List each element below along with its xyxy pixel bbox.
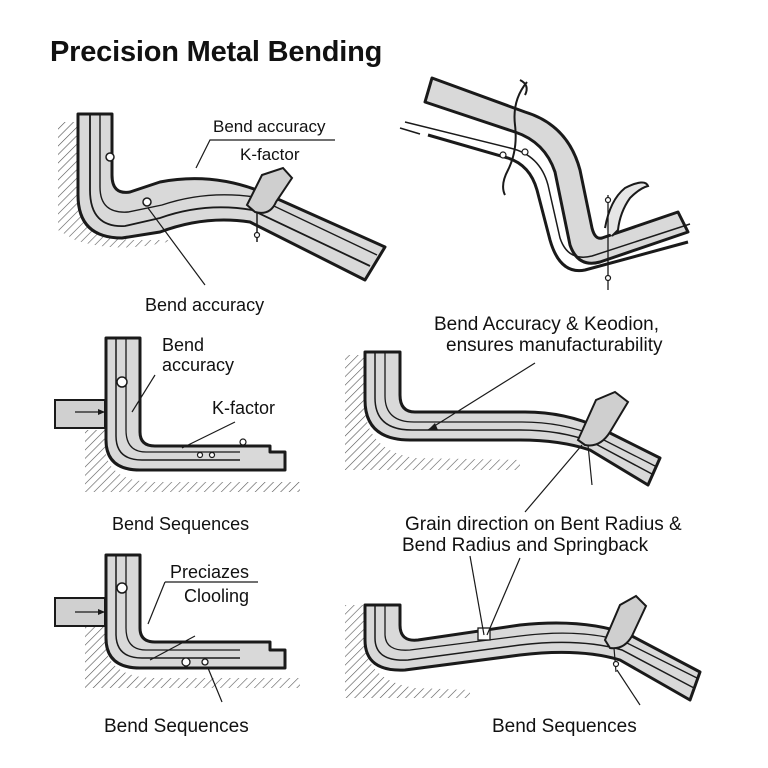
leader-line	[149, 635, 196, 661]
label-clooling: Clooling	[184, 586, 249, 606]
leader-line	[181, 421, 236, 449]
label-bend-radius-springback: Bend Radius and Springback	[402, 535, 649, 556]
hole-marker	[116, 582, 128, 594]
bent-sheet-outer	[423, 76, 690, 265]
leader-line	[147, 207, 206, 286]
label-preciazes: Preciazes	[170, 562, 249, 582]
leader-line	[616, 669, 641, 706]
bent-sheet-outer	[104, 553, 287, 670]
label-accuracy: accuracy	[162, 355, 234, 375]
label-bend-accuracy-bottom: Bend accuracy	[145, 295, 264, 315]
leader-line	[195, 139, 335, 169]
press-tool-icon	[54, 399, 106, 429]
panel-mid-right: Bend Accuracy & Keodion, ensures manufac…	[345, 314, 663, 513]
label-bend-accuracy-top: Bend accuracy	[213, 117, 326, 136]
label-bend-sequences-bottom-right: Bend Sequences	[492, 716, 637, 737]
label-ensures-manufacturability: ensures manufacturability	[446, 335, 663, 356]
leader-line	[427, 362, 536, 431]
label-k-factor-mid: K-factor	[212, 398, 275, 418]
leader-line	[486, 557, 521, 636]
leader-line	[469, 555, 485, 636]
hole-marker	[105, 152, 115, 162]
clip-tool-icon	[604, 181, 650, 237]
clamp-tool-icon	[576, 390, 630, 447]
leader-line	[207, 667, 223, 703]
bent-sheet-outer	[76, 112, 387, 282]
bent-sheet-outer	[104, 336, 287, 472]
label-bend: Bend	[162, 335, 204, 355]
bent-sheet-layer	[89, 114, 371, 267]
page-title: Precision Metal Bending	[50, 36, 383, 68]
leader-line	[524, 444, 583, 513]
bent-sheet-outer-2	[427, 133, 689, 273]
panel-top-left: Bend accuracy K-factor Bend accuracy	[58, 112, 387, 315]
hole-marker	[116, 376, 128, 388]
hole-marker	[142, 197, 152, 207]
label-bend-sequences-mid: Bend Sequences	[112, 514, 249, 534]
hatched-ground	[345, 605, 470, 698]
label-bend-accuracy-keodion: Bend Accuracy & Keodion,	[434, 314, 659, 335]
panel-bottom-left: Preciazes Clooling Bend Sequences	[54, 553, 300, 737]
label-grain-direction: Grain direction on Bent Radius &	[405, 514, 682, 535]
hatched-ground	[85, 620, 300, 688]
panel-mid-left: Bend accuracy K-factor Bend Sequences	[54, 335, 300, 534]
bent-sheet-outer	[363, 350, 662, 487]
leader-line	[147, 581, 166, 625]
bent-sheet-outer	[363, 603, 702, 702]
leader-line	[131, 374, 156, 413]
panel-top-right	[399, 76, 691, 290]
bent-sheet-layer-inner	[99, 114, 378, 256]
hatched-ground	[85, 430, 300, 492]
panel-bottom-right: Grain direction on Bent Radius & Bend Ra…	[345, 514, 702, 737]
label-k-factor-top: K-factor	[240, 145, 300, 164]
hatched-ground	[345, 355, 520, 470]
clamp-tool-icon	[603, 594, 648, 650]
hook-tool-icon	[502, 81, 528, 196]
label-bend-sequences-bottom-left: Bend Sequences	[104, 716, 249, 737]
